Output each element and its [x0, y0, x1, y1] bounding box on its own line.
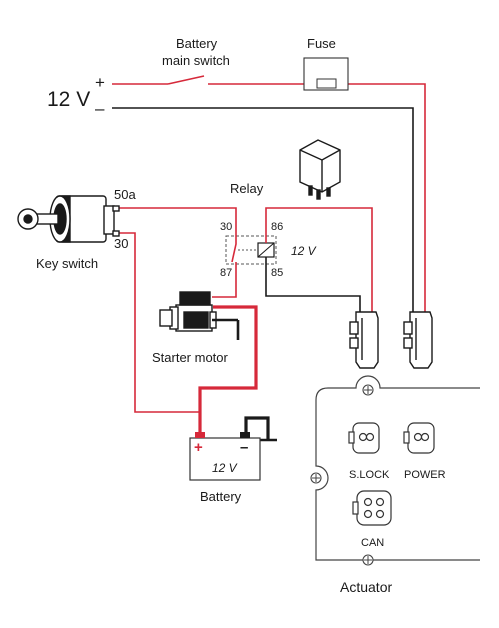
relay-dashed-box [225, 235, 277, 265]
can-socket [352, 490, 392, 526]
actuator-housing [315, 375, 480, 561]
relay-86-wire [265, 207, 373, 312]
actuator-label: Actuator [340, 579, 392, 595]
relay-pin-87: 87 [220, 267, 232, 279]
slock-socket [348, 422, 380, 454]
fuse: Fuse [303, 36, 349, 91]
main-switch-blade [167, 75, 205, 85]
battery-body [189, 437, 261, 481]
relay-icon [299, 139, 341, 200]
battery-minus-sign: – [240, 439, 248, 456]
slock-label: S.LOCK [349, 469, 390, 481]
relay-pin-86: 86 [271, 221, 283, 233]
relay-coil-voltage: 12 V [291, 244, 317, 258]
relay-85-wire [265, 270, 361, 312]
relay-pin-85: 85 [271, 267, 283, 279]
wires [112, 75, 426, 442]
fuse-to-power-wire [336, 83, 426, 312]
power-label: POWER [404, 469, 446, 481]
actuator: S.LOCK POWER CAN Actuator [310, 375, 480, 595]
can-label: CAN [361, 537, 384, 549]
fuse-label: Fuse [307, 36, 336, 51]
slock-harness-plug [349, 311, 379, 369]
battery-to-starter-cable [198, 305, 258, 432]
battery-voltage: 12 V [212, 461, 238, 475]
relay-schematic: 30 87 86 85 12 V [220, 221, 317, 279]
relay-switch-contact [231, 226, 237, 270]
battery-plus-sign: + [194, 439, 203, 456]
key-switch-terminal-50a: 50a [114, 187, 136, 202]
supply-negative-wire [112, 107, 414, 312]
battery-negative-post [240, 432, 250, 438]
main-switch-label-line1: Battery [176, 36, 218, 51]
power-socket [403, 422, 435, 454]
battery: + – 12 V [189, 432, 261, 481]
battery-ground-cable [244, 416, 270, 440]
power-harness-plug [403, 311, 433, 369]
battery-main-switch: Battery main switch [162, 36, 230, 68]
supply-voltage-label: 12 V [47, 88, 90, 111]
supply-plus-sign: + [95, 73, 105, 92]
fuse-element [316, 78, 337, 89]
keyswitch-50a-wire [118, 207, 237, 226]
key-switch-label: Key switch [36, 256, 98, 271]
relay-pin-30: 30 [220, 221, 232, 233]
battery-label: Battery [200, 489, 242, 504]
relay-87-to-starter-wire [212, 270, 237, 298]
main-switch-label-line2: main switch [162, 53, 230, 68]
starter-motor-label: Starter motor [152, 350, 229, 365]
key-switch [17, 195, 120, 243]
keyswitch-30-wire [118, 232, 201, 432]
key-switch-terminal-30: 30 [114, 236, 128, 251]
supply-minus-sign: – [95, 99, 105, 118]
battery-positive-post [195, 432, 205, 438]
starter-motor [159, 291, 240, 340]
relay-label: Relay [230, 181, 264, 196]
supply-terminal: 12 V + – [47, 73, 105, 118]
